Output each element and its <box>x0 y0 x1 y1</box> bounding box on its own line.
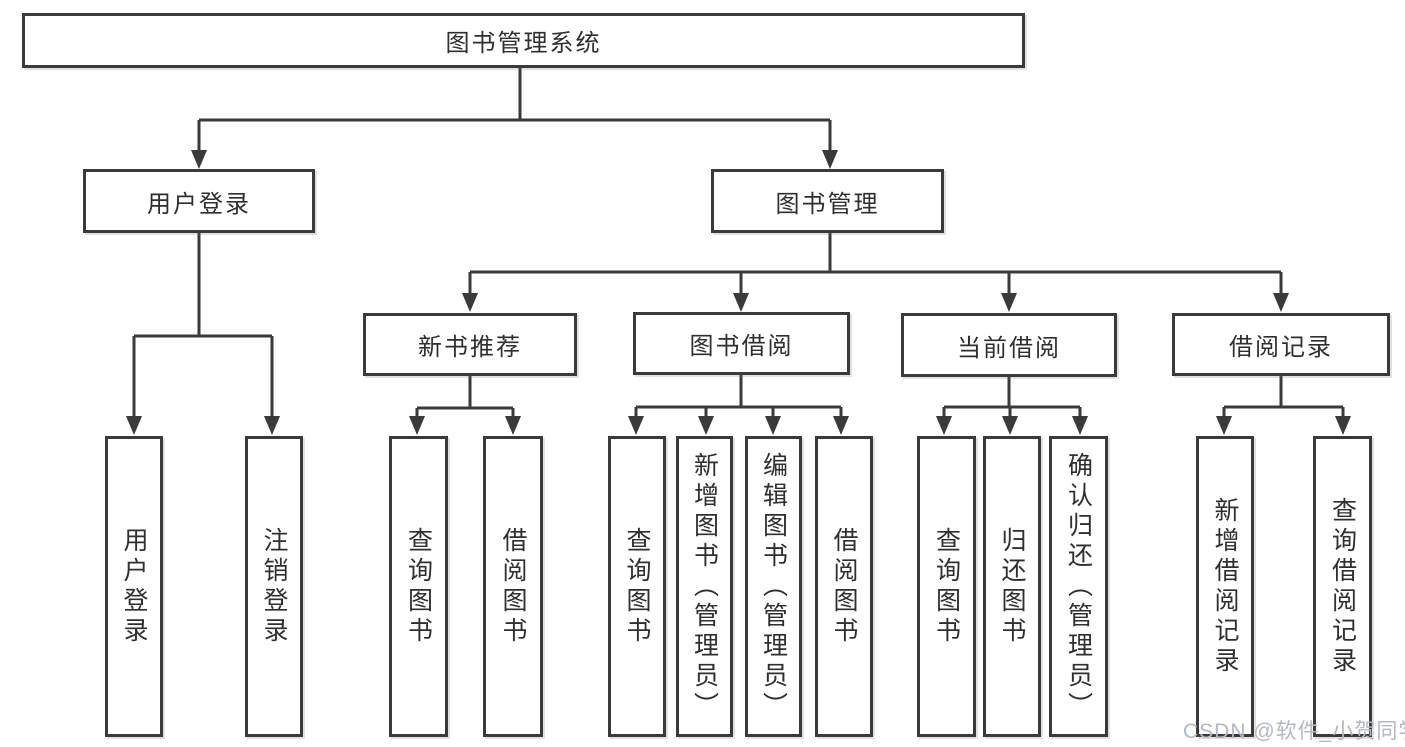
connector-current-borrow-branch <box>936 377 1088 435</box>
node-book-management: 图书管理 <box>711 169 944 233</box>
watermark: CSDN @软件_小贺同学 <box>1183 720 1405 743</box>
arrowhead <box>1002 416 1018 435</box>
arrowhead <box>1072 416 1088 435</box>
leaf-query-book-recommend: 查询图书 <box>389 436 448 737</box>
leaf-borrow-book-recommend: 借阅图书 <box>483 436 543 737</box>
arrowhead <box>409 416 425 435</box>
leaf-add-borrow-record: 新增借阅记录 <box>1196 436 1254 737</box>
arrowhead <box>264 416 280 435</box>
connector-book-management-to-level3 <box>462 233 1289 312</box>
connector-new-book-branch <box>409 376 521 435</box>
arrowhead <box>833 416 849 435</box>
arrowhead <box>1001 293 1017 312</box>
arrowhead <box>505 416 521 435</box>
leaf-borrow-book: 借阅图书 <box>815 436 873 737</box>
arrowhead <box>698 416 714 435</box>
node-new-book-recommend: 新书推荐 <box>363 313 577 376</box>
node-book-borrow: 图书借阅 <box>633 312 850 375</box>
leaf-user-login: 用户登录 <box>105 436 163 737</box>
node-current-borrow: 当前借阅 <box>901 313 1117 377</box>
leaf-query-book-current: 查询图书 <box>917 436 976 737</box>
arrowhead <box>733 293 749 312</box>
arrowhead <box>936 416 952 435</box>
arrowhead <box>1335 416 1351 435</box>
leaf-add-book-admin: 新增图书（管理员） <box>676 436 733 737</box>
arrowhead <box>1273 293 1289 312</box>
connector-user-login-branch <box>126 233 280 435</box>
leaf-query-borrow-record: 查询借阅记录 <box>1313 436 1372 737</box>
arrowhead <box>765 416 781 435</box>
leaf-edit-book-admin: 编辑图书（管理员） <box>745 436 802 737</box>
node-borrow-records: 借阅记录 <box>1172 313 1390 376</box>
leaf-confirm-return-admin: 确认归还（管理员） <box>1049 436 1108 737</box>
connector-root-to-level2 <box>191 68 838 169</box>
arrowhead <box>462 293 478 312</box>
arrowhead <box>126 416 142 435</box>
connector-borrow-records-branch <box>1216 376 1351 435</box>
arrowhead <box>822 150 838 169</box>
leaf-return-book: 归还图书 <box>983 436 1041 737</box>
leaf-logout: 注销登录 <box>245 436 303 737</box>
node-user-login: 用户登录 <box>83 169 315 233</box>
leaf-query-book-borrow: 查询图书 <box>608 436 666 737</box>
node-root: 图书管理系统 <box>22 13 1025 68</box>
arrowhead <box>628 416 644 435</box>
arrowhead <box>191 150 207 169</box>
arrowhead <box>1216 416 1232 435</box>
connector-book-borrow-branch <box>628 375 849 435</box>
